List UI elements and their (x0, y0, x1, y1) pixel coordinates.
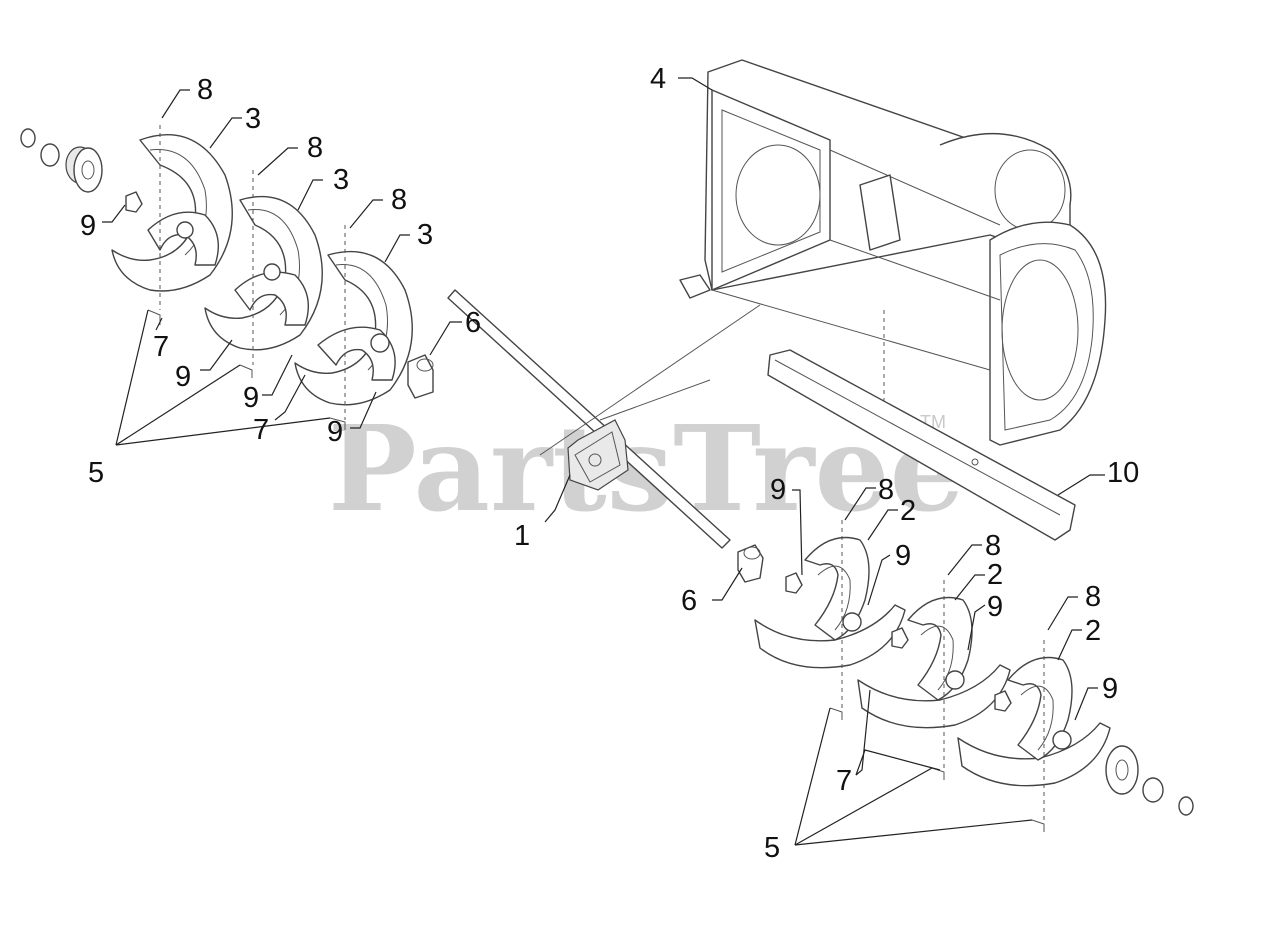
callout-3-left-b: 3 (333, 164, 349, 196)
leader-lines (102, 77, 1105, 846)
callout-6-right: 6 (681, 585, 697, 617)
flight-left-1 (111, 133, 233, 292)
callout-8-left-b: 8 (307, 132, 323, 164)
left-bearing-assembly (20, 128, 143, 213)
scraper-bar (767, 349, 1076, 541)
callout-8-right-b: 8 (985, 530, 1001, 562)
callout-3-left-c: 3 (417, 219, 433, 251)
callout-8-right-c: 8 (1085, 581, 1101, 613)
flight-right-3 (957, 656, 1111, 787)
callout-3-left-a: 3 (245, 103, 261, 135)
left-auger-flights (20, 125, 413, 430)
callout-7-left-b: 7 (253, 414, 269, 446)
callout-9-right-d: 9 (1102, 673, 1118, 705)
callout-9-left-a: 9 (80, 210, 96, 242)
callout-7-left-a: 7 (153, 331, 169, 363)
callout-8-right-a: 8 (878, 474, 894, 506)
spacer-left (407, 354, 434, 399)
gearbox (567, 419, 629, 491)
callout-10: 10 (1107, 457, 1139, 489)
flight-right-2 (857, 596, 1011, 729)
right-bearing-assembly (1105, 745, 1194, 816)
callout-8-left-c: 8 (391, 184, 407, 216)
callout-4: 4 (650, 63, 666, 95)
auger-shaft (447, 274, 761, 549)
callout-5-left: 5 (88, 457, 104, 489)
callout-9-right-a: 9 (770, 474, 786, 506)
callout-7-right: 7 (836, 765, 852, 797)
auger-housing (704, 59, 1107, 446)
callout-9-left-b: 9 (175, 361, 191, 393)
callout-labels: 8 3 8 3 8 3 9 6 7 9 9 7 9 5 1 4 10 9 8 2… (80, 63, 1139, 864)
callout-9-left-d: 9 (327, 416, 343, 448)
callout-9-left-c: 9 (243, 382, 259, 414)
callout-9-right-b: 9 (895, 540, 911, 572)
callout-8-left-a: 8 (197, 74, 213, 106)
callout-2-right-c: 2 (1085, 615, 1101, 647)
flight-left-3 (294, 250, 413, 406)
callout-1: 1 (514, 520, 530, 552)
callout-9-right-c: 9 (987, 591, 1003, 623)
callout-2-right-a: 2 (900, 495, 916, 527)
callout-6-left: 6 (465, 307, 481, 339)
callout-5-right: 5 (764, 832, 780, 864)
callout-2-right-b: 2 (987, 559, 1003, 591)
right-auger-flights (754, 520, 1194, 832)
flight-right-1 (754, 536, 906, 669)
spacer-right (737, 544, 764, 583)
